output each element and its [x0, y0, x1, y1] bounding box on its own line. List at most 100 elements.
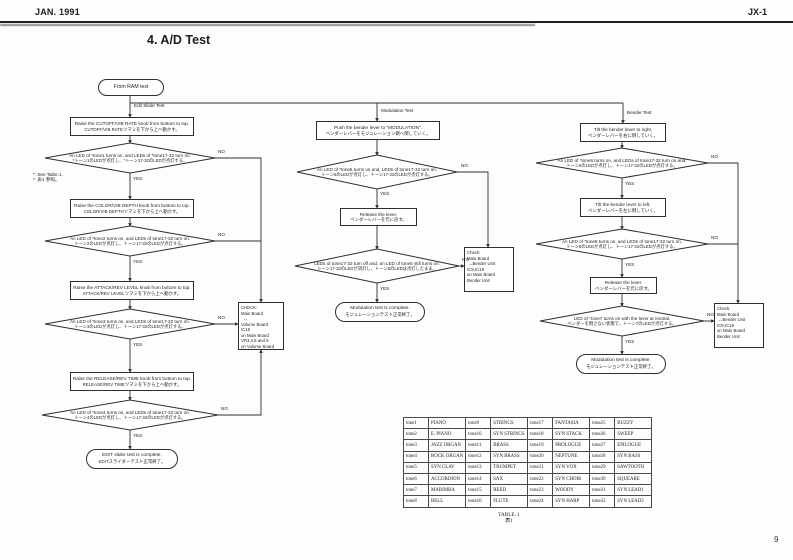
- branch-label-bender: Bender Test: [627, 110, 652, 115]
- tone-id-cell: tone23: [527, 484, 554, 497]
- yes-label: YES: [133, 342, 143, 347]
- tone-id-cell: tone10: [465, 428, 492, 441]
- end-terminal-edit-slider: EDIT slider test is complete. EDITスライダーテ…: [86, 449, 178, 469]
- tone-id-cell: tone30: [589, 472, 616, 486]
- process-text-jp: ベンダーレバーを左に倒していく。: [587, 207, 659, 213]
- page-number: 9: [774, 535, 779, 544]
- process-push-bender: Push the bender lever to "MODULATION". ベ…: [316, 121, 440, 140]
- tone-id-cell: tone15: [465, 484, 492, 497]
- tone-id-cell: tone13: [465, 461, 492, 474]
- header-model: JX-1: [748, 7, 768, 17]
- branch-label-edit-slider: Edit Slider Test: [134, 103, 165, 108]
- process-text-en: Raise the COLOR/VIB DEPTH knob from bott…: [74, 203, 190, 208]
- tone-name-cell: BUZZY: [614, 416, 653, 430]
- tone-id-cell: tone21: [527, 461, 554, 474]
- tone-name-cell: PROLOGUE: [552, 439, 591, 452]
- yes-label: YES: [625, 181, 635, 186]
- tone-name-cell: BELL: [427, 495, 467, 508]
- tone-name-cell: JAZZ ORGAN: [427, 439, 467, 452]
- process-release-lever-bender: Release the lever. ベンダーレバーを元に戻す。: [590, 277, 657, 294]
- tone-name-cell: SYN CHOIR: [552, 472, 591, 486]
- tone-name-cell: SYN STRINGS: [490, 428, 529, 441]
- no-label: NO: [221, 406, 228, 411]
- footnote: *: See Table.1. *: 表1 参照。: [33, 172, 63, 183]
- process-text-en: Raise the CUTOFF/VIB RATE knob from bott…: [74, 121, 190, 126]
- process-text-jp: CUTOFF/VIB RATEツマミを下から上へ動かす。: [84, 126, 180, 132]
- tone-id-cell: tone1: [403, 416, 429, 430]
- tone-id-cell: tone27: [589, 439, 616, 452]
- tone-name-cell: WOODY: [552, 484, 591, 497]
- process-text-jp: RELEASE/REV TIMEツマミを下から上へ動かす。: [82, 381, 182, 387]
- process-tilt-right: Tilt the bender lever to right. ベンダーレバーを…: [580, 123, 666, 142]
- process-text-en: Tilt the bender lever to right.: [593, 127, 653, 132]
- header-date: JAN. 1991: [35, 7, 80, 17]
- end-text-jp: モジュレーションテスト正常終了。: [586, 364, 656, 369]
- no-label: NO: [218, 232, 225, 237]
- table-caption: TABLE. 1 表1: [403, 512, 615, 524]
- header-rule-shadow: [0, 24, 535, 26]
- process-raise-release: Raise the RELEASE/REV TIME knob from bot…: [70, 372, 194, 391]
- tone-name-cell: TRUMPET: [490, 461, 529, 474]
- process-text-en: Raise the RELEASE/REV TIME knob from bot…: [72, 376, 192, 381]
- tone-name-cell: FLUTE: [490, 495, 529, 508]
- tone-name-cell: SWEEP: [614, 428, 653, 441]
- tone-name-cell: SQUEARE: [614, 472, 653, 486]
- tone-name-cell: E. PIANO: [427, 428, 467, 441]
- yes-label: YES: [133, 259, 143, 264]
- tone-id-cell: tone12: [465, 450, 492, 463]
- process-text-jp: ベンダーレバーを元に戻す。: [595, 285, 652, 291]
- branch-label-modulation: Modulation Test: [381, 108, 414, 113]
- no-label: NO: [711, 154, 718, 159]
- footnote-en: *: See Table.1.: [33, 172, 63, 177]
- no-label: NO: [707, 312, 714, 317]
- process-text-jp: ベンダーレバーをモジュレーション側へ倒していく。: [325, 130, 431, 136]
- tone-id-cell: tone5: [403, 461, 429, 474]
- tone-id-cell: tone6: [403, 472, 429, 486]
- process-text-jp: ベンダーレバーを右に倒していく。: [587, 132, 659, 138]
- no-label: NO: [462, 257, 469, 262]
- no-label: NO: [461, 163, 468, 168]
- tone-name-cell: SYN CLAV: [427, 461, 467, 474]
- yes-label: YES: [133, 176, 143, 181]
- tone-name-cell: SAWTOOTH: [614, 461, 653, 474]
- end-text-en: Modulation test is complete.: [591, 358, 651, 364]
- table-caption-en: TABLE. 1: [498, 512, 520, 518]
- tone-name-cell: PIANO: [427, 416, 467, 430]
- page-title: 4. A/D Test: [147, 33, 211, 47]
- tone-id-cell: tone3: [403, 439, 429, 452]
- tone-name-cell: SYN LEAD1: [614, 484, 653, 497]
- tone-id-cell: tone24: [527, 495, 554, 508]
- tone-name-cell: SAX: [490, 472, 529, 486]
- tone-id-cell: tone8: [403, 495, 429, 508]
- check-box-bender-unit: Check: Main Board ↔Bender Unit IC9,IC19 …: [714, 303, 764, 348]
- header-rule: [0, 21, 793, 23]
- tone-name-cell: ROCK ORGAN: [427, 450, 467, 463]
- yes-label: YES: [380, 286, 390, 291]
- tone-id-cell: tone25: [589, 416, 616, 430]
- tone-id-cell: tone31: [589, 484, 616, 497]
- tone-id-cell: tone22: [527, 472, 554, 486]
- tone-id-cell: tone17: [527, 416, 554, 430]
- yes-label: YES: [380, 191, 390, 196]
- footnote-jp: *: 表1 参照。: [33, 177, 60, 183]
- tone-id-cell: tone9: [465, 416, 492, 430]
- check-box-volume-board: CHECK: Main Board ↔ Volume Board IC19 on…: [238, 302, 284, 350]
- tone-id-cell: tone7: [403, 484, 429, 497]
- tone-name-cell: STRINGS: [490, 416, 529, 430]
- process-raise-attack: Raise the ATTACK/REV LEVEL knob from bot…: [70, 281, 194, 300]
- tone-id-cell: tone4: [403, 450, 429, 463]
- tone-id-cell: tone16: [465, 495, 492, 508]
- no-label: NO: [218, 315, 225, 320]
- table-caption-jp: 表1: [505, 518, 513, 524]
- tone-name-cell: SYN HARP: [552, 495, 591, 508]
- end-text-jp: EDITスライダーテスト正常終了。: [98, 459, 166, 464]
- tone-name-cell: MARIMBA: [427, 484, 467, 497]
